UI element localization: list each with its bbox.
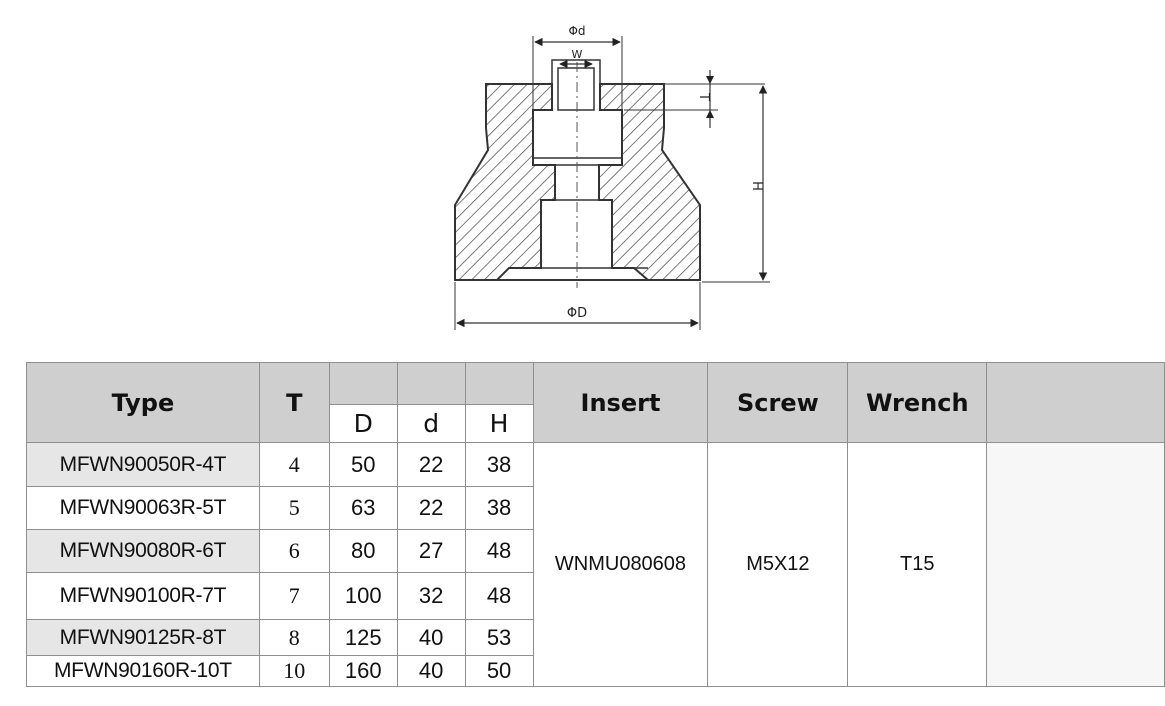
header-blank (464, 362, 534, 405)
body-section-right (598, 83, 701, 281)
t-arrow-top (706, 76, 714, 84)
table-row: MFWN90080R-6T 6 80 27 48 (26, 529, 1165, 573)
header-d-lower: d (396, 404, 466, 443)
h-label: H (749, 181, 764, 191)
header-blank (328, 362, 398, 405)
t-cell: 4 (258, 442, 330, 487)
d-upper-cell: 63 (328, 486, 398, 530)
h-cell: 50 (464, 655, 534, 687)
t-cell: 10 (258, 655, 330, 687)
header-blank (396, 362, 466, 405)
body-section-left (454, 83, 556, 281)
type-cell: MFWN90160R-10T (26, 655, 260, 687)
header-wrench: Wrench (847, 362, 988, 443)
type-cell: MFWN90063R-5T (26, 486, 260, 530)
d-upper-cell: 125 (328, 619, 398, 656)
t-arrow-bottom (706, 110, 714, 118)
d-upper-cell: 160 (328, 655, 398, 687)
w-label: W (572, 48, 583, 61)
type-cell: MFWN90080R-6T (26, 529, 260, 573)
h-cell: 53 (464, 619, 534, 656)
screw-cell: M5X12 (707, 442, 849, 687)
cutter-cross-section-drawing: Φd W T H ΦD (454, 24, 770, 330)
d-lower-cell: 27 (396, 529, 466, 573)
t-cell: 7 (258, 572, 330, 620)
h-cell: 48 (464, 572, 534, 620)
header-insert: Insert (532, 362, 709, 443)
h-cell: 38 (464, 486, 534, 530)
t-cell: 6 (258, 529, 330, 573)
blank-cell (986, 442, 1165, 687)
d-lower-cell: 40 (396, 619, 466, 656)
type-cell: MFWN90050R-4T (26, 442, 260, 487)
d-lower-cell: 40 (396, 655, 466, 687)
table-row: MFWN90063R-5T 5 63 22 38 (26, 486, 1165, 530)
d-lower-cell: 32 (396, 572, 466, 620)
t-label: T (696, 92, 711, 101)
keyway-inner (557, 67, 595, 111)
h-cell: 38 (464, 442, 534, 487)
d-upper-cell: 80 (328, 529, 398, 573)
table-row: MFWN90160R-10T 10 160 40 50 (26, 655, 1165, 687)
wrench-cell: T15 (847, 442, 988, 687)
type-cell: MFWN90100R-7T (26, 572, 260, 620)
header-t: T (258, 362, 330, 443)
h-cell: 48 (464, 529, 534, 573)
insert-cell: WNMU080608 (532, 442, 709, 687)
t-cell: 5 (258, 486, 330, 530)
d-lower-cell: 22 (396, 442, 466, 487)
header-h: H (464, 404, 534, 443)
t-cell: 8 (258, 619, 330, 656)
d-lower-cell: 22 (396, 486, 466, 530)
spec-table: Type T Insert Screw Wrench D d H MFWN900… (26, 362, 1165, 687)
table-row: MFWN90050R-4T 4 50 22 38 WNMU080608 M5X1… (26, 442, 1165, 687)
type-cell: MFWN90125R-8T (26, 619, 260, 656)
d-upper-cell: 50 (328, 442, 398, 487)
header-blank (986, 362, 1165, 443)
header-d-upper: D (328, 404, 398, 443)
phi-d-label: Φd (568, 24, 585, 38)
header-type: Type (26, 362, 260, 443)
header-screw: Screw (707, 362, 849, 443)
phi-D-label: ΦD (567, 306, 587, 321)
d-upper-cell: 100 (328, 572, 398, 620)
